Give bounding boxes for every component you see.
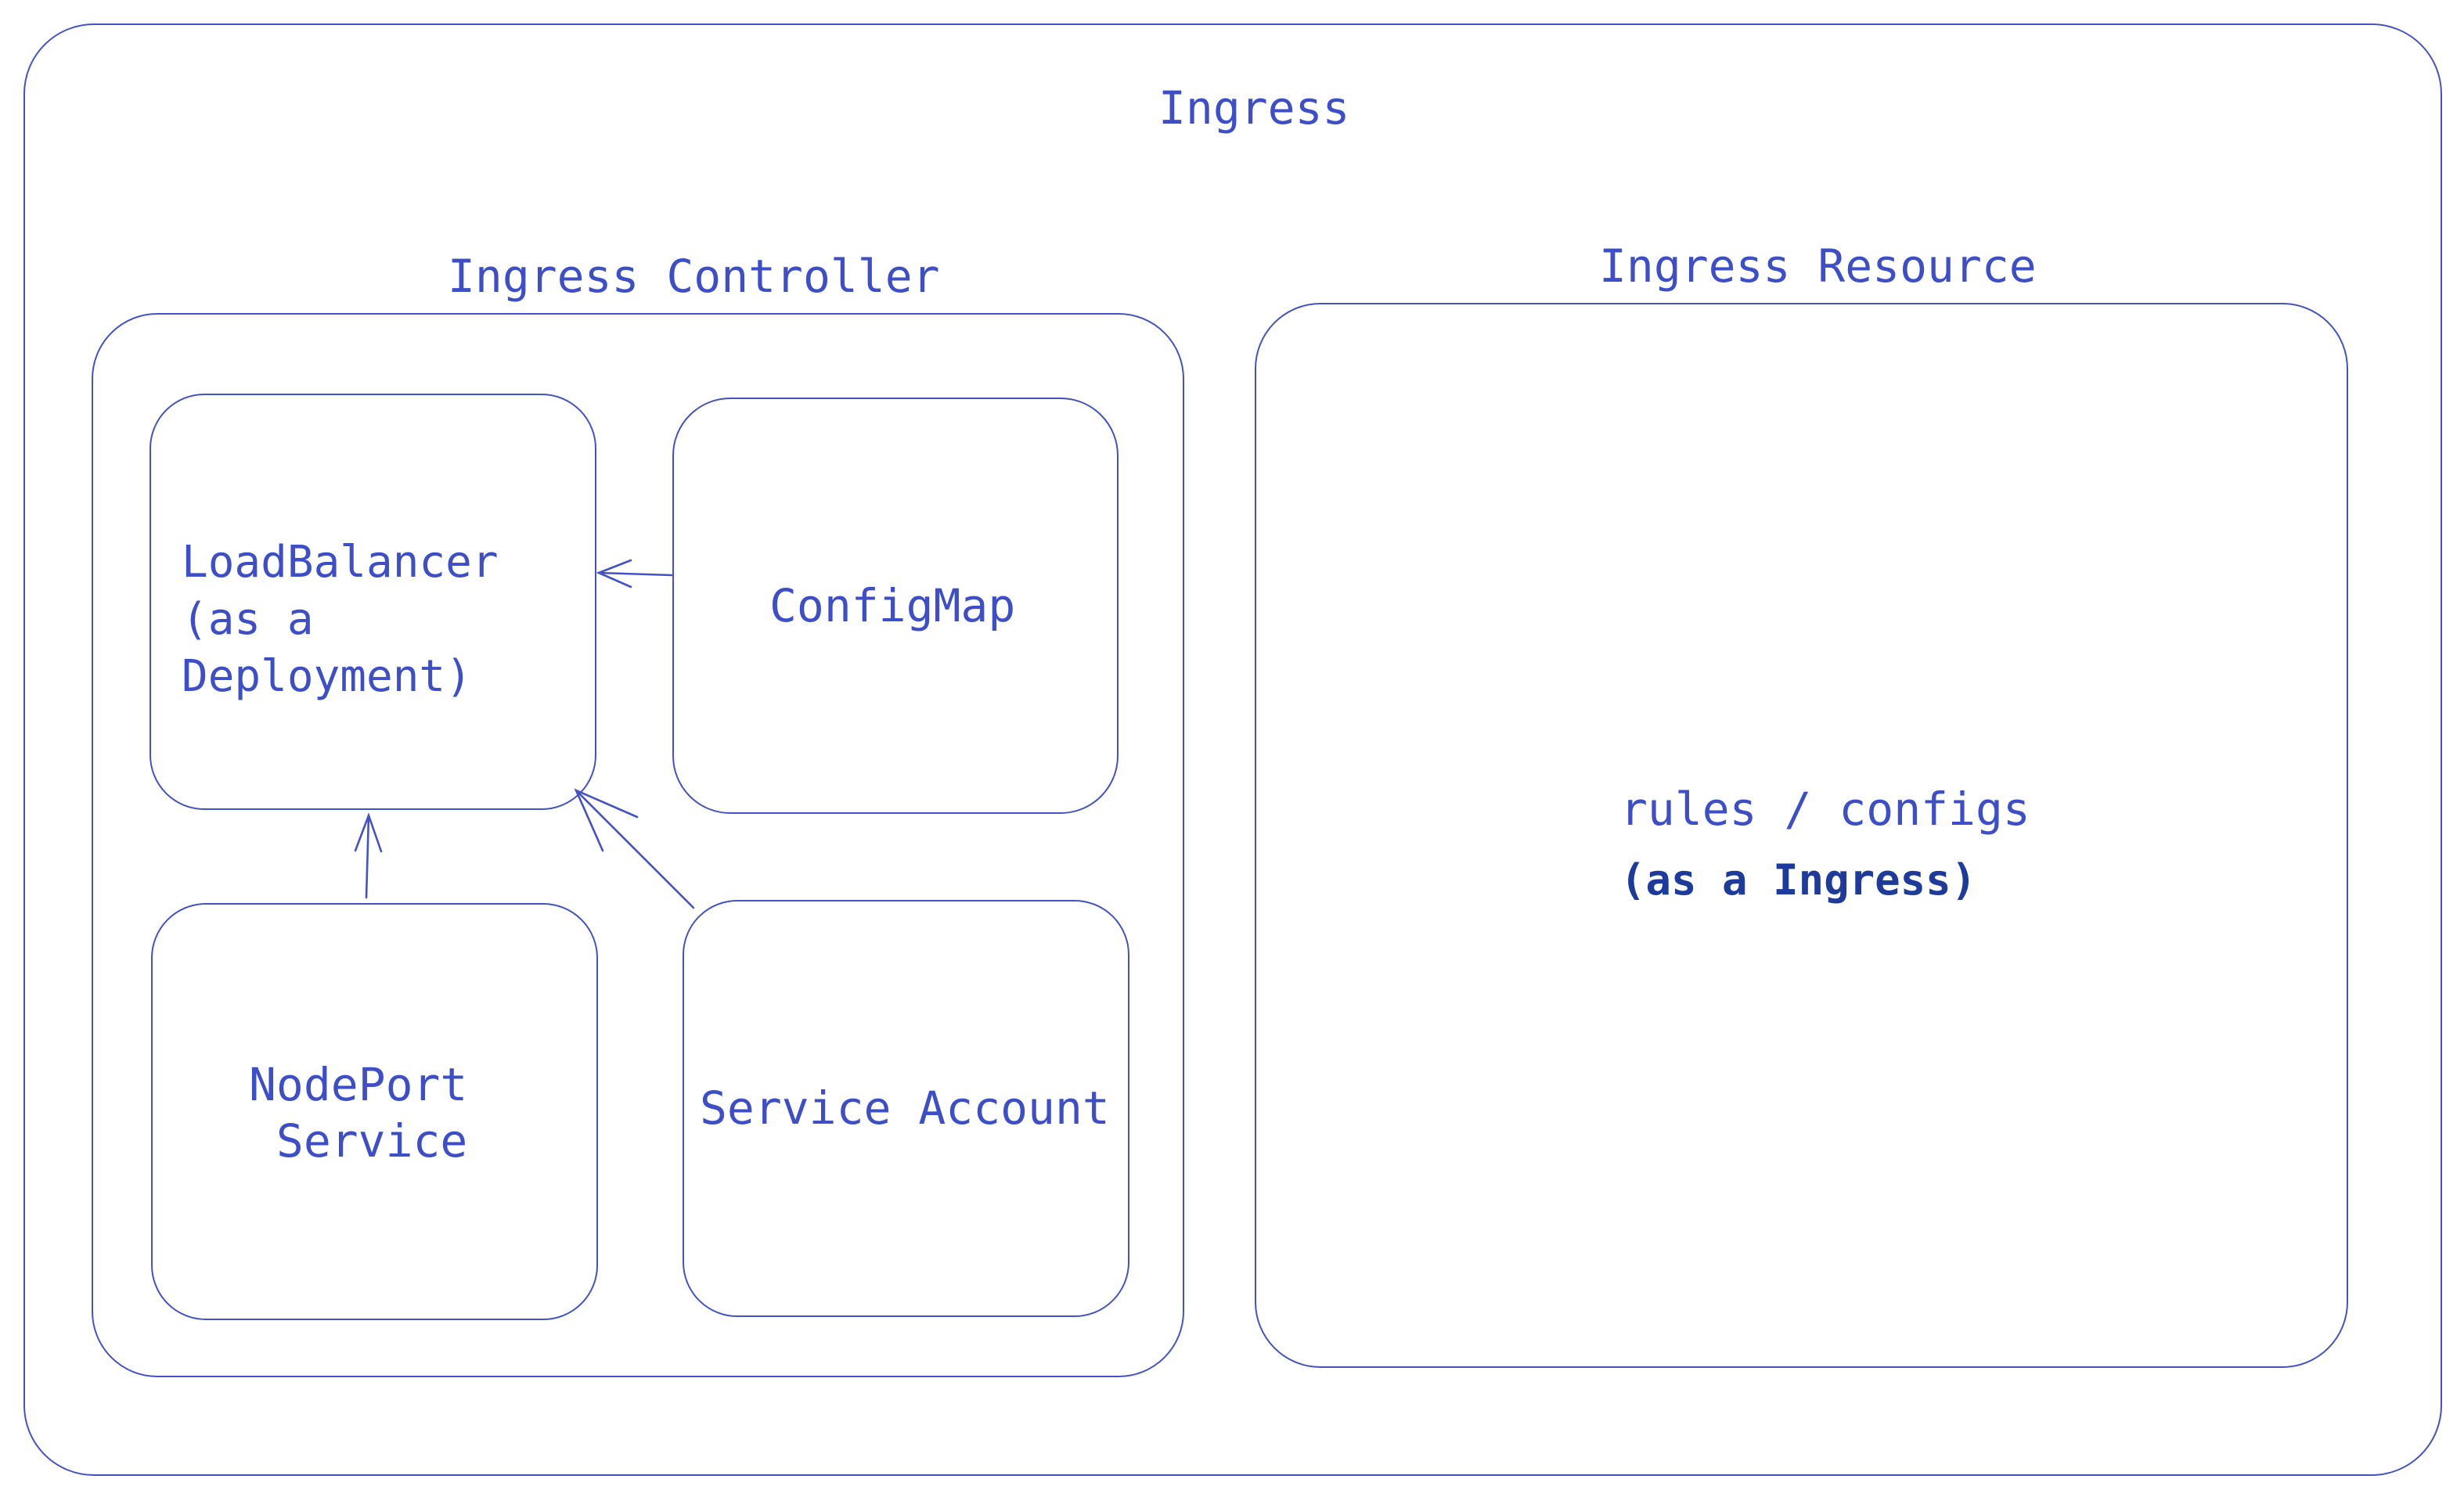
ingress-resource-container xyxy=(1255,303,2348,1368)
load-balancer-box xyxy=(149,394,596,810)
load-balancer-label-line3: Deployment) xyxy=(182,651,472,702)
ingress-resource-label-line1: rules / configs xyxy=(1620,783,2030,836)
nodeport-label-line1: NodePort xyxy=(249,1058,468,1111)
service-account-label: Service Account xyxy=(700,1081,1110,1135)
config-map-label: ConfigMap xyxy=(769,579,1016,632)
load-balancer-label-line2: (as a xyxy=(182,594,314,645)
nodeport-label-line2: Service xyxy=(249,1114,468,1168)
ingress-resource-title: Ingress Resource xyxy=(1599,239,2037,293)
load-balancer-label-line1: LoadBalancer xyxy=(182,537,499,588)
service-account-box xyxy=(683,900,1129,1317)
ingress-controller-container xyxy=(92,313,1184,1377)
ingress-container xyxy=(23,23,2442,1476)
ingress-title: Ingress xyxy=(1158,81,1350,135)
ingress-resource-label-line2: (as a Ingress) xyxy=(1620,855,1977,905)
config-map-box xyxy=(672,398,1119,814)
nodeport-service-box xyxy=(151,903,598,1320)
ingress-controller-title: Ingress Controller xyxy=(448,250,940,303)
